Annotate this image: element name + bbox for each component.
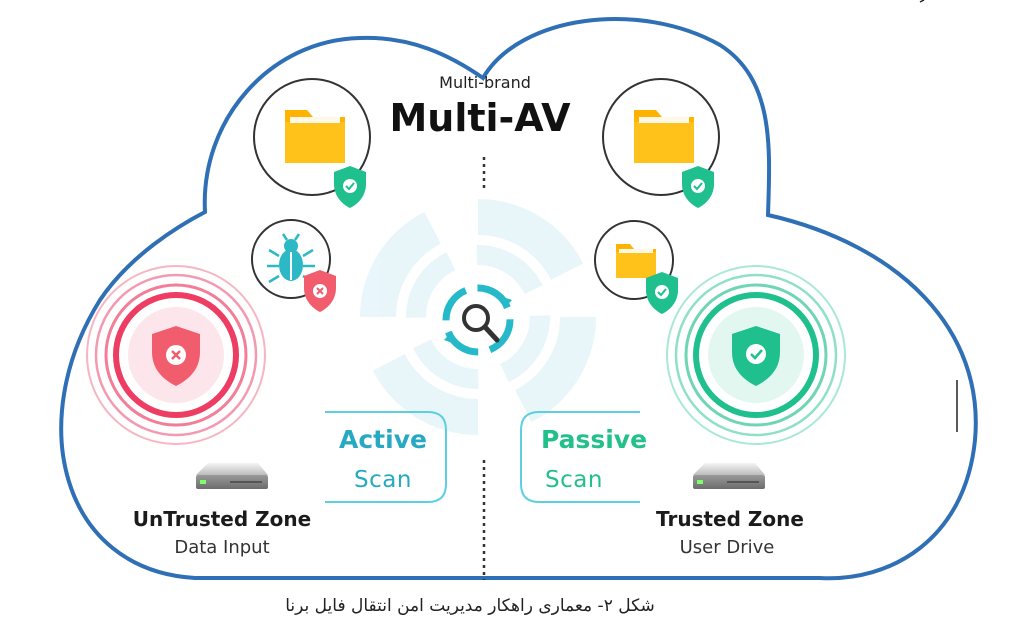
shield-check-icon-left-folder [334,166,366,208]
background-scan-ring [360,199,596,435]
hard-drive-icon-left [196,463,268,489]
untrusted-zone-subtitle: Data Input [174,537,270,558]
protected-folder-right [602,78,720,196]
edge-mark-tick [919,0,925,3]
multi-av-title: Multi-AV [389,96,571,140]
multi-brand-label: Multi-brand [439,73,531,92]
active-scan-frame [325,411,447,503]
passive-scan-label: Scan [545,467,603,493]
hard-drive-icon-right [693,463,765,489]
shield-check-icon-trusted [732,326,780,386]
shield-check-icon-right-folder [682,166,714,208]
figure-caption: شکل ۲- معماری راهکار مدیریت امن انتقال ف… [285,596,655,616]
passive-scan-frame [520,411,640,503]
trusted-zone-subtitle: User Drive [679,537,775,558]
untrusted-zone-title: UnTrusted Zone [132,507,312,531]
active-scan-word: Active [339,425,427,454]
shield-check-icon-small-folder [646,272,678,314]
shield-x-icon-untrusted [152,326,200,386]
passive-scan-word: Passive [540,425,648,454]
protected-folder-left [253,78,371,196]
scan-cycle-icon [442,284,514,356]
trusted-zone-title: Trusted Zone [656,507,804,531]
active-scan-label: Scan [354,467,412,493]
shield-x-icon-bug [304,270,336,312]
